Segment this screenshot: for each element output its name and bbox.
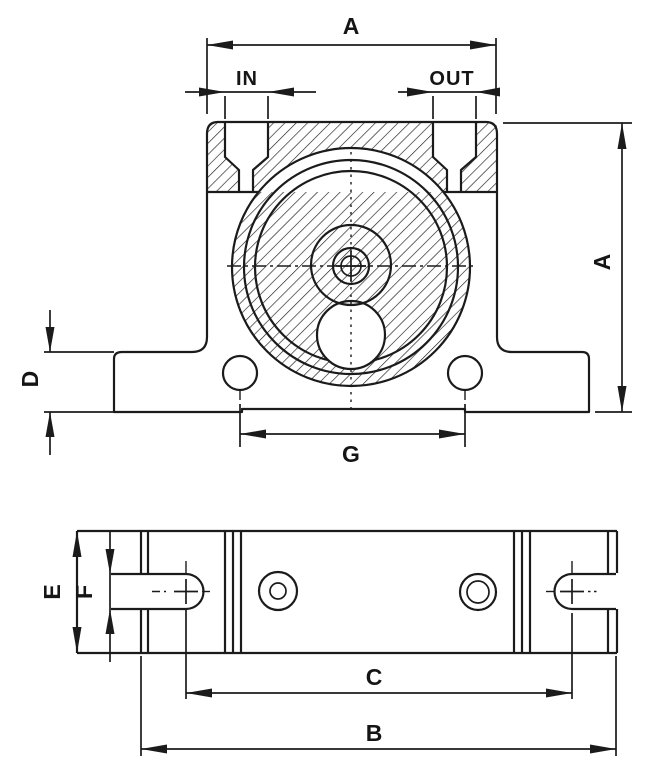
dim-in: IN <box>185 68 316 119</box>
dim-e: E <box>39 531 82 653</box>
port-out-label: OUT <box>429 68 474 90</box>
dim-c: C <box>185 610 573 699</box>
inlet-port <box>223 122 270 192</box>
section-hatch <box>207 122 497 387</box>
mounting-holes <box>221 354 484 400</box>
right-slot <box>546 561 616 611</box>
housing-outline <box>112 120 591 414</box>
dim-f-label: F <box>71 585 97 599</box>
bottom-view: E F C B <box>39 529 619 756</box>
port-in-label: IN <box>236 68 258 90</box>
dim-a-right: A <box>503 122 632 413</box>
dim-a-top-label: A <box>343 13 360 39</box>
dim-b-label: B <box>366 720 383 746</box>
dim-a-top: A <box>206 13 497 114</box>
left-slot <box>111 561 210 611</box>
dim-g: G <box>239 404 466 467</box>
outlet-port <box>431 122 478 192</box>
dim-e-label: E <box>39 584 65 599</box>
base-holes <box>257 570 498 612</box>
dim-b: B <box>140 656 617 756</box>
body-projection-lines <box>139 531 532 653</box>
dim-a-right-label: A <box>589 254 615 271</box>
ball <box>315 299 387 371</box>
dim-out: OUT <box>398 68 500 119</box>
dim-d-label: D <box>17 371 43 388</box>
front-view: A IN OUT A <box>17 13 632 467</box>
dim-c-label: C <box>366 664 383 690</box>
dim-d: D <box>17 310 114 455</box>
dim-f: F <box>71 531 115 662</box>
dim-g-label: G <box>342 441 360 467</box>
rotor-hub <box>309 223 393 307</box>
centerlines <box>227 152 476 411</box>
